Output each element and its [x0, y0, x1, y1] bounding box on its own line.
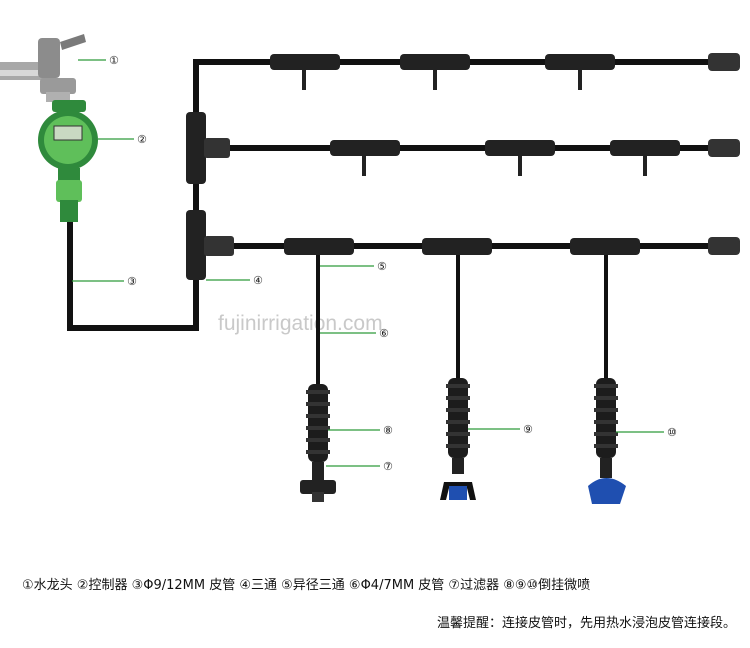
callout-3-label: ③ — [127, 275, 137, 288]
main-feed-pipe — [67, 222, 199, 331]
nozzle-blue-icon — [588, 458, 626, 504]
tee-mid-2 — [485, 140, 555, 176]
tee-top-3 — [545, 54, 615, 90]
callout-8: ⑧ — [328, 424, 393, 437]
controller-icon — [38, 100, 98, 222]
reducing-tee-1 — [284, 238, 354, 255]
end-plug-mid — [708, 139, 740, 157]
callout-1: ① — [78, 54, 119, 67]
end-plug-top — [708, 53, 740, 71]
callout-9-label: ⑨ — [523, 423, 533, 436]
callout-2: ② — [98, 133, 147, 146]
hanging-sprayer-3-weight — [594, 378, 618, 458]
manifold-tee-top — [186, 112, 230, 184]
callout-8-label: ⑧ — [383, 424, 393, 437]
callout-5: ⑤ — [320, 260, 387, 273]
callout-10-label: ⑩ — [667, 426, 677, 439]
faucet-icon — [0, 34, 86, 102]
callout-4-label: ④ — [253, 274, 263, 287]
tee-mid-3 — [610, 140, 680, 176]
tee-top-2 — [400, 54, 470, 90]
watermark-text: fujinirrigation.com — [218, 312, 383, 335]
callout-10: ⑩ — [616, 426, 677, 439]
callout-6: ⑥ — [320, 327, 389, 340]
hanging-sprayer-1-weight — [306, 384, 330, 462]
callout-7-label: ⑦ — [383, 460, 393, 473]
reducing-tee-3 — [570, 238, 640, 255]
rotary-nozzle-black-icon — [440, 458, 476, 500]
tee-top-1 — [270, 54, 340, 90]
callout-9: ⑨ — [468, 423, 533, 436]
manifold-tee-bottom — [186, 210, 234, 280]
irrigation-diagram: fujinirrigation.com — [0, 34, 740, 504]
callout-5-label: ⑤ — [377, 260, 387, 273]
hanging-sprayer-2-weight — [446, 378, 470, 458]
reducing-tee-2 — [422, 238, 492, 255]
callout-7: ⑦ — [326, 460, 393, 473]
manifold-riser — [193, 59, 740, 290]
tee-mid-1 — [330, 140, 400, 176]
end-plug-bottom — [708, 237, 740, 255]
legend-line: ①水龙头 ②控制器 ③Φ9/12MM 皮管 ④三通 ⑤异径三通 ⑥Φ4/7MM … — [22, 578, 591, 593]
callout-2-label: ② — [137, 133, 147, 146]
callout-4: ④ — [206, 274, 263, 287]
callout-1-label: ① — [109, 54, 119, 67]
callout-6-label: ⑥ — [379, 327, 389, 340]
tip-line: 温馨提醒：连接皮管时，先用热水浸泡皮管连接段。 — [436, 616, 736, 631]
callout-3: ③ — [72, 275, 137, 288]
filter-icon — [300, 462, 336, 502]
